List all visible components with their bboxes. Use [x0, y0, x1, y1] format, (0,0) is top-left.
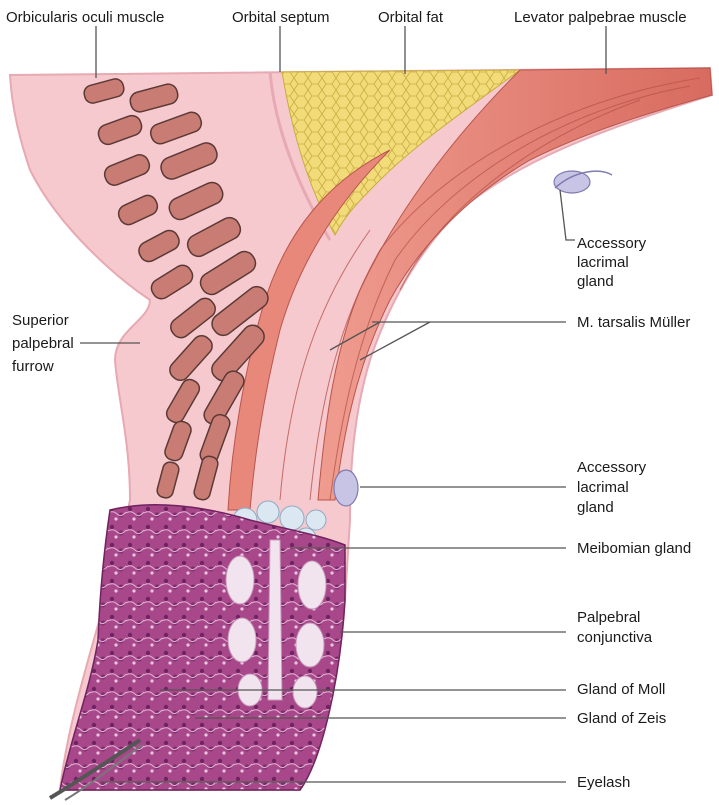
label-accessory-lacrimal-gland-2-line1: Accessory	[577, 459, 647, 476]
label-superior-palpebral-furrow-line3: furrow	[12, 358, 54, 375]
label-orbital-septum: Orbital septum	[232, 9, 330, 26]
label-gland-of-moll: Gland of Moll	[577, 681, 665, 698]
label-accessory-lacrimal-gland-2-line3: gland	[577, 499, 614, 516]
label-superior-palpebral-furrow-line1: Superior	[12, 312, 69, 329]
label-accessory-lacrimal-gland-1-line2: lacrimal	[577, 254, 629, 271]
label-accessory-lacrimal-gland-1-line1: Accessory	[577, 235, 647, 252]
accessory-lacrimal-gland-lower	[334, 470, 358, 506]
label-eyelash: Eyelash	[577, 774, 630, 791]
label-levator-palpebrae-muscle: Levator palpebrae muscle	[514, 9, 687, 26]
label-accessory-lacrimal-gland-1-line3: gland	[577, 273, 614, 290]
label-superior-palpebral-furrow-line2: palpebral	[12, 335, 74, 352]
label-palpebral-conjunctiva-line2: conjunctiva	[577, 629, 653, 646]
label-palpebral-conjunctiva-line1: Palpebral	[577, 609, 640, 626]
label-meibomian-gland: Meibomian gland	[577, 540, 691, 557]
label-gland-of-zeis: Gland of Zeis	[577, 710, 666, 727]
label-accessory-lacrimal-gland-2-line2: lacrimal	[577, 479, 629, 496]
label-m-tarsalis-muller: M. tarsalis Müller	[577, 314, 690, 331]
meibomian-gland	[268, 540, 282, 700]
label-orbicularis-oculi-muscle: Orbicularis oculi muscle	[6, 9, 164, 26]
label-orbital-fat: Orbital fat	[378, 9, 444, 26]
accessory-lacrimal-gland-upper	[554, 171, 590, 193]
